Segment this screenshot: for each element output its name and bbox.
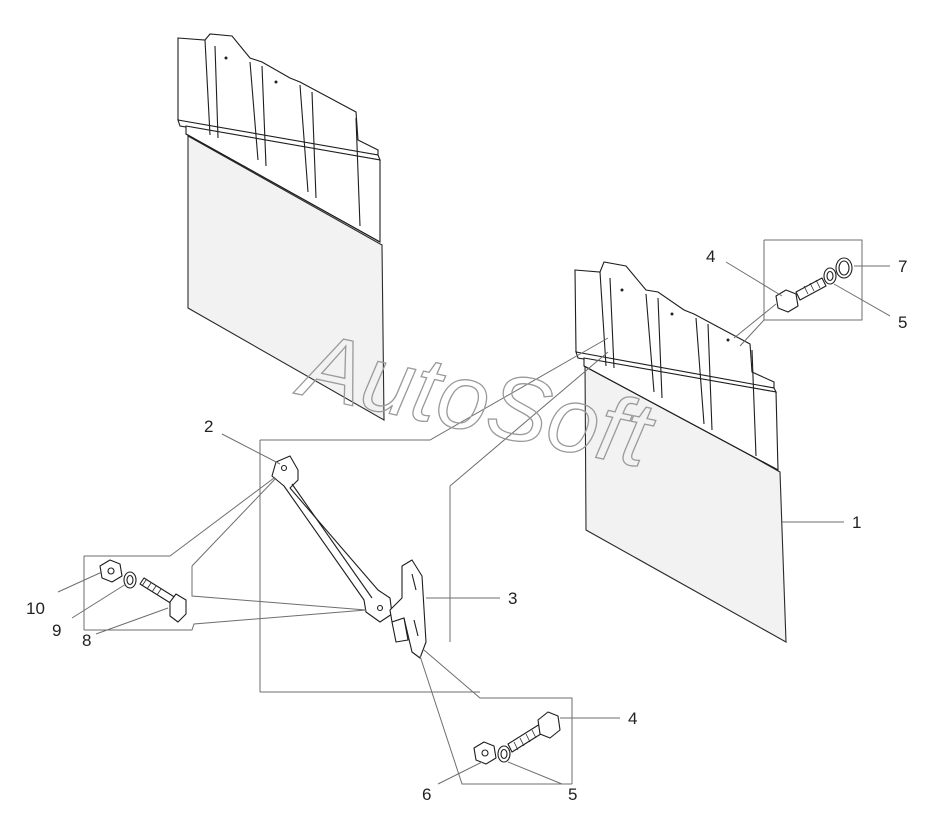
bolt-shank-4-icon [795,277,827,301]
callout-1: 1 [852,513,861,532]
callout-5-top: 5 [898,313,907,332]
callout-7: 7 [898,257,907,276]
mounting-plate-body [389,559,427,659]
bolt-head-4-icon [775,289,799,313]
callout-labels: 1 2 3 4 4 5 5 6 7 8 9 10 [26,247,907,804]
callout-8: 8 [82,631,91,650]
mudflap-left [177,33,385,421]
callout-4-bottom: 4 [628,709,637,728]
bolt-8-icon [139,577,177,605]
mounting-plate [389,559,427,659]
assembly-guides [83,239,863,785]
leader-lines [57,261,891,785]
callout-9: 9 [52,621,61,640]
support-arm-body [271,455,393,623]
fastener-group-right [775,257,853,313]
callout-10: 10 [26,599,45,618]
mudflap-left-rubber [187,135,385,421]
mudflap-right [574,261,787,643]
callout-4-top: 4 [706,247,715,266]
callout-5-bottom: 5 [568,785,577,804]
fastener-group-bottom [473,711,561,765]
bolt-4-icon [507,723,545,753]
callout-3: 3 [508,589,517,608]
callout-6: 6 [422,785,431,804]
fastener-group-left [99,559,187,623]
callout-2: 2 [204,417,213,436]
support-arm [271,455,393,623]
